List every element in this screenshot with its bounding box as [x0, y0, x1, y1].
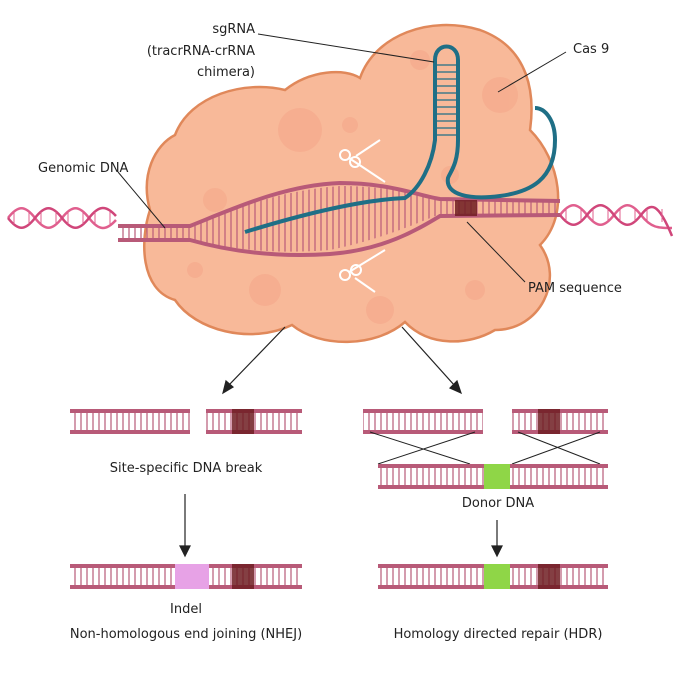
- pam-segment: [455, 200, 477, 216]
- donor-segment: [484, 466, 510, 487]
- donor-dna-label: Donor DNA: [462, 496, 534, 511]
- sgrna-strand: [244, 44, 558, 234]
- broken-dna-left: [70, 409, 302, 434]
- dna-helix-right: [559, 204, 674, 237]
- leader-lines: [117, 33, 567, 283]
- scissors-icon-bottom: [339, 249, 386, 293]
- sgrna-label-3: chimera): [197, 65, 255, 80]
- indel-label: Indel: [170, 602, 202, 617]
- arrows-down: [179, 326, 503, 558]
- hdr-label: Homology directed repair (HDR): [394, 627, 603, 642]
- donor-dna: [378, 464, 608, 489]
- indel-segment: [175, 566, 209, 587]
- crossover-lines: [369, 431, 601, 465]
- site-specific-break-label: Site-specific DNA break: [110, 461, 263, 476]
- sgrna-label-2: (tracrRNA-crRNA: [147, 44, 255, 59]
- sgrna-label-1: sgRNA: [212, 22, 255, 37]
- genomic-dna-bubble: [118, 180, 561, 258]
- cas9-label: Cas 9: [573, 42, 609, 57]
- nhej-dna: [70, 564, 302, 589]
- broken-dna-right: [363, 409, 608, 434]
- nhej-label: Non-homologous end joining (NHEJ): [70, 627, 302, 642]
- dna-helix-left: [7, 206, 117, 230]
- pam-sequence-label: PAM sequence: [528, 281, 622, 296]
- hdr-dna: [378, 564, 608, 589]
- scissors-icon-top: [339, 139, 386, 183]
- genomic-dna-label: Genomic DNA: [38, 161, 129, 176]
- donor-insert-segment: [484, 566, 510, 587]
